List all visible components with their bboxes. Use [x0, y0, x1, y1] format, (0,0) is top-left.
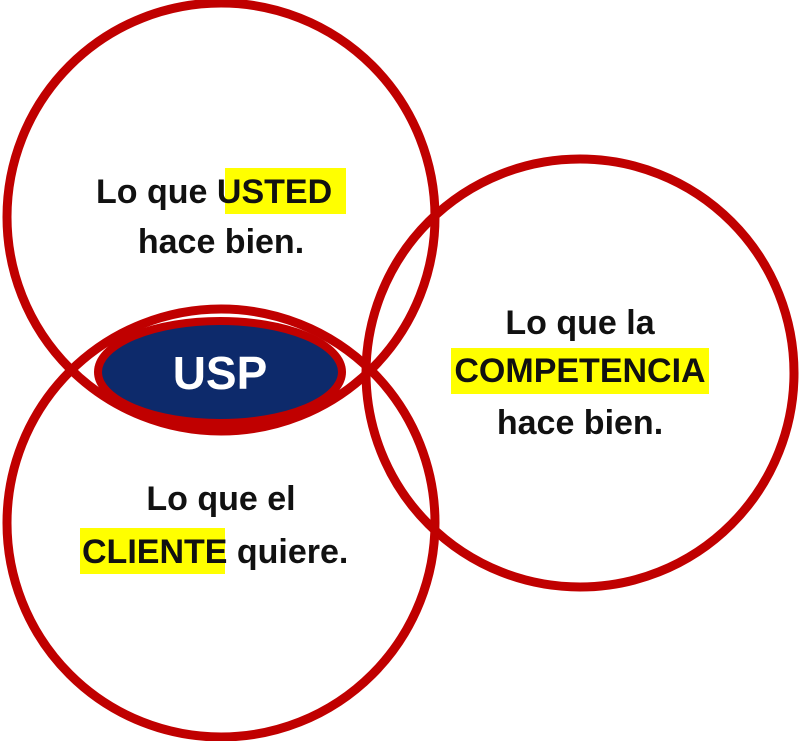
circle-competencia [361, 154, 799, 592]
circle-cliente [2, 304, 440, 741]
label-usted-prefix: Lo que [96, 173, 217, 211]
svg-text:Lo que USTED: Lo que USTED [96, 173, 332, 211]
svg-text:CLIENTE quiere.: CLIENTE quiere. [82, 533, 348, 571]
label-competencia-line1: Lo que la [505, 304, 655, 342]
label-cliente-line1: Lo que el [146, 480, 295, 518]
usp-label: USP [173, 347, 268, 399]
highlight-competencia [451, 348, 709, 394]
usp-center: USP [94, 317, 346, 427]
label-competencia-highlight: COMPETENCIA [454, 352, 705, 390]
label-usted: Lo que USTED hace bien. [96, 168, 346, 261]
highlight-cliente [80, 528, 225, 574]
highlight-usted [225, 168, 346, 214]
label-usted-line2: hace bien. [138, 223, 304, 261]
label-cliente-suffix: quiere. [227, 533, 348, 571]
label-usted-highlight: USTED [217, 173, 332, 211]
label-cliente-highlight: CLIENTE [82, 533, 227, 571]
label-competencia-line3: hace bien. [497, 404, 663, 442]
usp-ellipse [94, 317, 346, 427]
label-competencia: Lo que la COMPETENCIA hace bien. [451, 304, 709, 442]
label-cliente: Lo que el CLIENTE quiere. [80, 480, 348, 574]
